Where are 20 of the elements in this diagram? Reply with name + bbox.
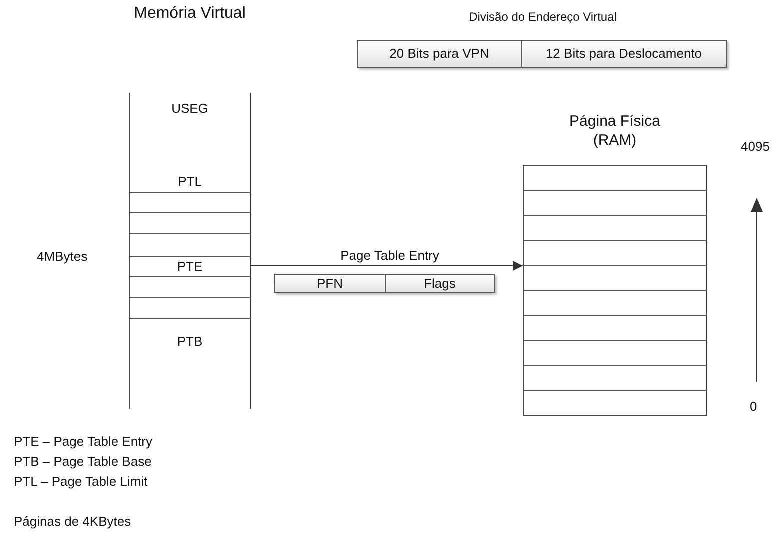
legend-note: PTB – Page Table Base [14, 454, 152, 469]
legend-note: PTE – Page Table Entry [14, 434, 153, 449]
segment-label: PTL [178, 174, 202, 189]
size-label: 4MBytes [37, 249, 88, 264]
arrow [250, 261, 524, 271]
edge-label: Page Table Entry [340, 248, 440, 263]
scale-label: 0 [750, 399, 758, 414]
scale-label: 4095 [741, 139, 770, 154]
segment-label: PTB [177, 334, 203, 349]
bit-field-cell: 20 Bits para VPN [357, 40, 522, 68]
column-heading: Memória Virtual [134, 5, 246, 22]
column-heading: Página Física (RAM) [570, 113, 660, 149]
group-heading: Divisão do Endereço Virtual [469, 10, 617, 24]
entry-field-cell: Flags [386, 274, 495, 293]
legend-note: PTL – Page Table Limit [14, 474, 148, 489]
bit-field-cell: 12 Bits para Deslocamento [522, 40, 727, 68]
note-text: Páginas de 4KBytes [14, 514, 132, 529]
table-entry-row: PTE [130, 256, 250, 277]
entry-field-cell: PFN [274, 274, 386, 293]
segment-label: USEG [172, 101, 208, 116]
